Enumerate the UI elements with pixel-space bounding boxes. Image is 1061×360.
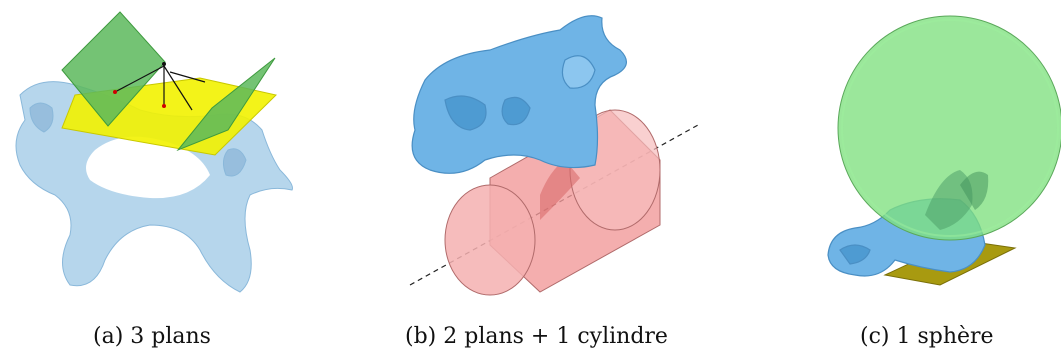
green-plane-right (176, 57, 276, 152)
normal-points (113, 62, 166, 108)
vertebra-sphere-illustration (827, 15, 1061, 286)
figure-panel-a (0, 0, 300, 300)
figure-panel-b (390, 0, 710, 300)
plane-normals (114, 62, 206, 111)
figure-panel-c (800, 0, 1061, 300)
green-plane-left (61, 11, 166, 127)
caption-c: (c) 1 sphère (860, 324, 994, 349)
vertebra-cylinder-illustration (409, 15, 699, 296)
vertebra-three-planes-illustration (15, 11, 293, 293)
sphere (837, 15, 1061, 241)
vertebra-shape (411, 15, 627, 174)
caption-b: (b) 2 plans + 1 cylindre (405, 324, 668, 349)
caption-a: (a) 3 plans (93, 324, 211, 349)
